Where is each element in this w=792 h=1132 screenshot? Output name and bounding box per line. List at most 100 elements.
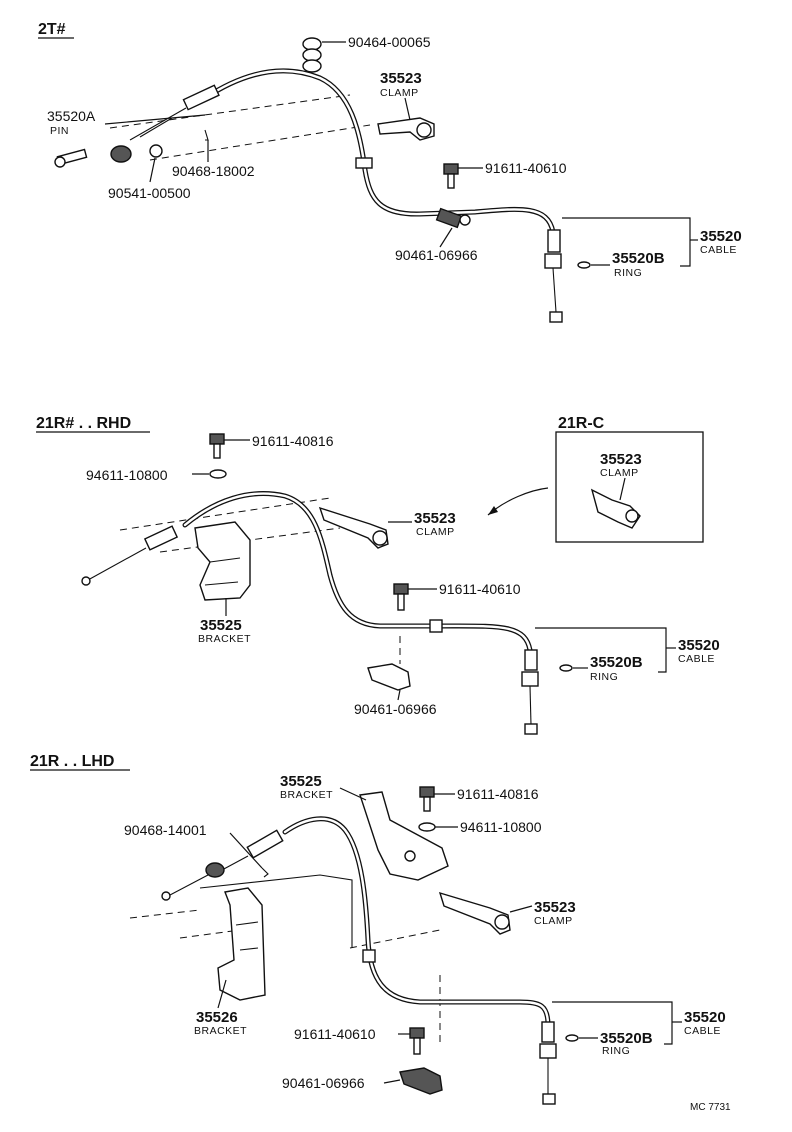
bracket-leader xyxy=(562,217,691,267)
cable-end-fitting xyxy=(110,145,132,163)
bolt-91611-40610 xyxy=(409,1027,425,1055)
leader xyxy=(229,832,263,869)
pin-35520a xyxy=(54,148,88,168)
ref-line xyxy=(149,124,371,161)
ring-35520b xyxy=(577,261,591,269)
label-35520: 35520 xyxy=(700,228,742,245)
cable-35520 xyxy=(161,816,557,1105)
label-35525: 35525 xyxy=(200,617,242,634)
washer-90541 xyxy=(149,144,163,158)
clip-90461 xyxy=(435,207,471,229)
bracket-35526 xyxy=(217,887,266,1001)
label-90541-00500: 90541-00500 xyxy=(108,185,191,201)
arrow-head xyxy=(488,506,498,515)
caption-cable: CABLE xyxy=(700,244,737,256)
label-91611-40610: 91611-40610 xyxy=(485,160,567,176)
clamp-35523 xyxy=(318,506,389,549)
label-35520b: 35520B xyxy=(600,1030,653,1047)
label-91611-40816: 91611-40816 xyxy=(252,433,334,449)
label-90468-18002: 90468-18002 xyxy=(172,163,255,179)
bracket-leader xyxy=(535,627,667,673)
label-94611-10800: 94611-10800 xyxy=(460,819,542,835)
label-94611-10800: 94611-10800 xyxy=(86,467,168,483)
leader xyxy=(404,97,411,121)
caption-bracket: BRACKET xyxy=(198,633,251,645)
label-35520b: 35520B xyxy=(612,250,665,267)
caption-bracket: BRACKET xyxy=(194,1025,247,1037)
label-90461-06966: 90461-06966 xyxy=(395,247,478,263)
section-21r-lhd: 21R . . LHD xyxy=(30,753,726,1105)
label-90464-00065: 90464-00065 xyxy=(348,34,431,50)
caption-ring: RING xyxy=(614,267,642,279)
label-35525: 35525 xyxy=(280,773,322,790)
cotter-90468 xyxy=(204,129,209,141)
caption-cable: CABLE xyxy=(684,1025,721,1037)
section-21r-rhd: 21R# . . RHD xyxy=(36,415,720,735)
bolt-91611-40610 xyxy=(393,583,409,611)
clamp-35523 xyxy=(438,891,511,935)
caption-clamp: CLAMP xyxy=(416,526,455,538)
label-91611-40816: 91611-40816 xyxy=(457,786,539,802)
leader xyxy=(439,227,453,248)
label-35526: 35526 xyxy=(196,1009,238,1026)
caption-bracket: BRACKET xyxy=(280,789,333,801)
bolt-91611-40610 xyxy=(443,163,459,189)
label-91611-40610: 91611-40610 xyxy=(439,581,521,597)
label-inset-35523: 35523 xyxy=(600,451,642,468)
clamp-35523 xyxy=(377,117,435,141)
bracket-35525 xyxy=(194,521,251,601)
leader xyxy=(397,689,401,701)
label-35523: 35523 xyxy=(380,70,422,87)
label-35523: 35523 xyxy=(534,899,576,916)
label-35523: 35523 xyxy=(414,510,456,527)
ref-line xyxy=(179,929,241,939)
leader xyxy=(149,157,156,183)
ring-35520b xyxy=(565,1034,579,1042)
section-title-21r-rhd: 21R# . . RHD xyxy=(36,415,131,432)
bolt-91611-40816 xyxy=(209,433,225,459)
label-91611-40610: 91611-40610 xyxy=(294,1026,376,1042)
caption-ring: RING xyxy=(602,1045,630,1057)
leader xyxy=(339,787,367,801)
bracket-35525 xyxy=(359,791,449,881)
caption-inset-clamp: CLAMP xyxy=(600,467,639,479)
caption-cable: CABLE xyxy=(678,653,715,665)
bolt-91611-40816 xyxy=(419,786,435,812)
caption-clamp: CLAMP xyxy=(534,915,573,927)
label-90468-14001: 90468-14001 xyxy=(124,822,207,838)
leader xyxy=(217,979,227,1009)
cable-35520 xyxy=(81,491,539,735)
cable-35520 xyxy=(129,68,563,323)
ref-line xyxy=(129,909,201,919)
ring-35520b xyxy=(559,664,573,672)
leader xyxy=(104,114,206,125)
washer-94611 xyxy=(209,469,227,479)
leader xyxy=(383,1079,401,1084)
caption-ring: RING xyxy=(590,671,618,683)
section-title-21r-lhd: 21R . . LHD xyxy=(30,753,114,770)
clip-90461 xyxy=(367,663,411,691)
ref-line xyxy=(109,94,351,129)
caption-clamp: CLAMP xyxy=(380,87,419,99)
clip-90461 xyxy=(399,1067,443,1095)
section-title-2t: 2T# xyxy=(38,21,66,38)
inset-21r-c xyxy=(555,431,704,543)
label-90461-06966: 90461-06966 xyxy=(282,1075,365,1091)
platform xyxy=(199,874,353,948)
section-2t: 2T# xyxy=(38,21,742,323)
figure-code: MC 7731 xyxy=(690,1102,731,1113)
leader xyxy=(509,905,533,913)
bracket-leader xyxy=(552,1001,673,1045)
label-35520: 35520 xyxy=(684,1009,726,1026)
label-90461-06966: 90461-06966 xyxy=(354,701,437,717)
section-title-21r-c: 21R-C xyxy=(558,415,605,432)
washer-94611 xyxy=(418,822,436,832)
cotter-90468 xyxy=(261,867,269,878)
label-35520a: 35520A xyxy=(47,108,96,124)
ref-line xyxy=(349,929,441,949)
caption-pin: PIN xyxy=(50,125,69,137)
label-35520: 35520 xyxy=(678,637,720,654)
clip-90464 xyxy=(302,37,322,73)
label-35520b: 35520B xyxy=(590,654,643,671)
